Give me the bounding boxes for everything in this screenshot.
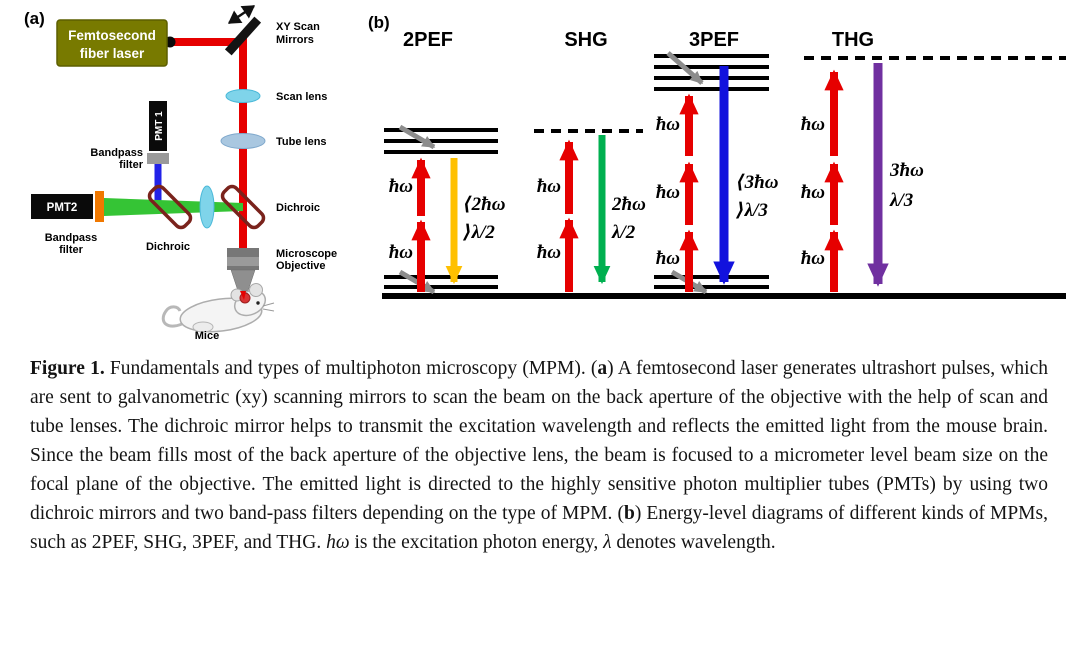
photon-label: ħω bbox=[537, 176, 562, 197]
caption-segment: denotes wavelength. bbox=[611, 532, 776, 554]
caption-segment: ) Energy-level diagrams of different kin… bbox=[30, 503, 1048, 554]
mouse bbox=[161, 283, 275, 333]
pmt2-box: PMT2 bbox=[31, 194, 93, 219]
bandpass-top-label-line2: filter bbox=[119, 159, 144, 171]
tube-lens bbox=[220, 133, 266, 149]
photon-label: ħω bbox=[537, 242, 562, 263]
dichroic-bottom-label: Dichroic bbox=[146, 241, 190, 253]
title-2pef: 2PEF bbox=[403, 29, 453, 51]
caption-panel-a-ref: a bbox=[597, 358, 608, 379]
pmt1-label: PMT 1 bbox=[154, 111, 165, 141]
photon-label: ħω bbox=[656, 114, 681, 135]
title-shg: SHG bbox=[564, 29, 607, 51]
femtosecond-laser-box: Femtosecond fiber laser bbox=[56, 19, 168, 67]
caption-hw-symbol: hω bbox=[326, 532, 350, 554]
emission-label: λ/3 bbox=[889, 190, 913, 211]
mouse-whiskers bbox=[262, 302, 275, 312]
bandpass-filter-orange bbox=[95, 191, 104, 222]
objective-label-line1: Microscope bbox=[276, 248, 337, 260]
title-3pef: 3PEF bbox=[689, 29, 739, 51]
title-thg: THG bbox=[832, 29, 874, 51]
emission-label: 2ħω bbox=[611, 194, 646, 215]
panel-b-tag: (b) bbox=[368, 13, 390, 32]
diagram-shg: SHG ħω ħω 2ħω λ/2 bbox=[534, 29, 646, 292]
caption-segment: Fundamentals and types of multiphoton mi… bbox=[104, 358, 598, 379]
caption-segment: ) A femtosecond laser generates ultrasho… bbox=[30, 358, 1048, 525]
panel-a-tag: (a) bbox=[24, 9, 45, 28]
figure-caption: Figure 1. Fundamentals and types of mult… bbox=[30, 354, 1048, 557]
emission-label: ⟨3ħω bbox=[736, 172, 779, 193]
emission-label: ⟨2ħω bbox=[463, 194, 506, 215]
dichroic-right-label: Dichroic bbox=[276, 202, 320, 214]
mouse-eye bbox=[256, 301, 260, 305]
photon-label: ħω bbox=[389, 176, 414, 197]
photon-label: ħω bbox=[801, 114, 826, 135]
laser-label-line1: Femtosecond bbox=[68, 28, 156, 43]
pmt2-label: PMT2 bbox=[47, 202, 78, 214]
xy-scan-label-line2: Mirrors bbox=[276, 34, 314, 46]
caption-panel-b-ref: b bbox=[623, 503, 635, 525]
caption-figure-label: Figure 1. bbox=[30, 358, 105, 379]
scan-lens-label: Scan lens bbox=[276, 91, 327, 103]
mice-label: Mice bbox=[195, 330, 219, 342]
photon-label: ħω bbox=[656, 248, 681, 269]
photon-label: ħω bbox=[801, 248, 826, 269]
relaxation-arrow bbox=[666, 51, 704, 85]
mouse-ear-right bbox=[249, 283, 263, 297]
caption-lambda-symbol: λ bbox=[603, 532, 612, 554]
panel-a-microscope-schematic: (a) Femtosecond fiber laser PMT 1 bbox=[24, 4, 337, 342]
emission-label: 3ħω bbox=[889, 160, 924, 181]
photon-label: ħω bbox=[656, 182, 681, 203]
scan-rotation-arrow bbox=[227, 4, 256, 25]
dichroic-mirror-2 bbox=[220, 184, 266, 230]
diagram-thg: THG ħω ħω ħω 3ħω λ/3 bbox=[801, 29, 1066, 292]
xy-scan-mirror bbox=[224, 4, 262, 56]
microscope-objective bbox=[227, 248, 259, 292]
objective-label-line2: Objective bbox=[276, 260, 326, 272]
collection-lens bbox=[199, 185, 215, 229]
focused-beam-tip bbox=[240, 291, 246, 300]
emission-label: λ/2 bbox=[611, 222, 636, 243]
bandpass-top-label-line1: Bandpass bbox=[90, 147, 143, 159]
xy-scan-label-line1: XY Scan bbox=[276, 21, 320, 33]
diagram-3pef: 3PEF ħω ħω ħω ⟨3ħω ⟩λ/3 bbox=[654, 29, 779, 295]
caption-segment: is the excitation photon energy, bbox=[349, 532, 604, 554]
emission-label: ⟩λ/2 bbox=[462, 222, 495, 243]
mouse-leg bbox=[192, 321, 214, 333]
pmt1-box: PMT 1 bbox=[149, 101, 167, 151]
photon-label: ħω bbox=[389, 242, 414, 263]
tube-lens-label: Tube lens bbox=[276, 136, 327, 148]
scan-lens bbox=[225, 89, 261, 103]
bandpass-bottom-label-line1: Bandpass bbox=[45, 232, 98, 244]
bandpass-filter-gray bbox=[147, 153, 169, 164]
mouse-tail bbox=[161, 305, 187, 328]
panel-b-energy-diagrams: (b) 2PEF ħω ħω ⟨2ħω ⟩λ/2 SHG bbox=[368, 13, 1066, 299]
bandpass-bottom-label-line2: filter bbox=[59, 244, 84, 256]
emission-label: ⟩λ/3 bbox=[735, 200, 768, 221]
relaxation-arrow bbox=[398, 124, 436, 150]
laser-label-line2: fiber laser bbox=[80, 46, 145, 61]
diagram-2pef: 2PEF ħω ħω ⟨2ħω ⟩λ/2 bbox=[384, 29, 506, 295]
photon-label: ħω bbox=[801, 182, 826, 203]
dichroic-mirror-1 bbox=[147, 184, 193, 230]
